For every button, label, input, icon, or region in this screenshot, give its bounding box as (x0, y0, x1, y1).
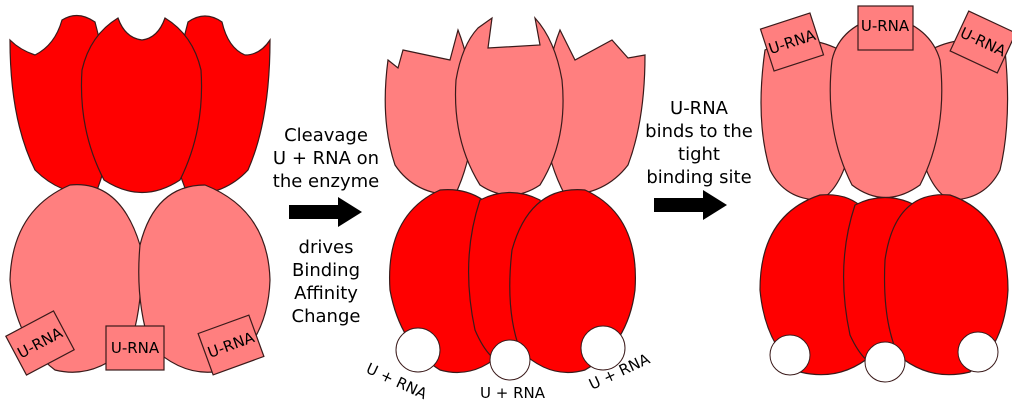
panel1-urna-label-center: U-RNA (111, 339, 160, 357)
step2-caption-line: tight (638, 143, 760, 166)
step1-caption-line: Change (270, 305, 382, 328)
step2-caption-line: U-RNA (638, 97, 760, 120)
panel-3-enzyme: U-RNA U-RNA U-RNA (760, 6, 1012, 382)
panel3-urna-label-center: U-RNA (861, 17, 910, 35)
step1-caption-top: Cleavage U + RNA on the enzyme (270, 124, 382, 193)
panel-1-enzyme: U-RNA U-RNA U-RNA (6, 15, 270, 375)
panel1-top-center-lobe (81, 18, 201, 193)
step1-caption-line: Affinity (270, 282, 382, 305)
right-arrow-icon (289, 197, 362, 227)
step2-caption: U-RNA binds to the tight binding site (638, 97, 760, 189)
panel3-urna-box-center: U-RNA (858, 6, 913, 50)
step1-caption-bottom: drives Binding Affinity Change (270, 236, 382, 328)
step1-caption-line: the enzyme (270, 170, 382, 193)
step2-caption-line: binds to the (638, 120, 760, 143)
step1-caption-line: drives (270, 236, 382, 259)
panel2-top-center-lobe (456, 18, 564, 195)
right-arrow-icon (654, 190, 727, 220)
step1-caption-line: U + RNA on (270, 147, 382, 170)
step1-caption-line: Binding (270, 259, 382, 282)
panel2-product-label-center: U + RNA (480, 384, 546, 402)
panel-2-enzyme: U + RNA U + RNA U + RNA (363, 18, 653, 402)
panel1-urna-box-center: U-RNA (106, 326, 164, 370)
step2-caption-line: binding site (638, 166, 760, 189)
step1-caption-line: Cleavage (270, 124, 382, 147)
